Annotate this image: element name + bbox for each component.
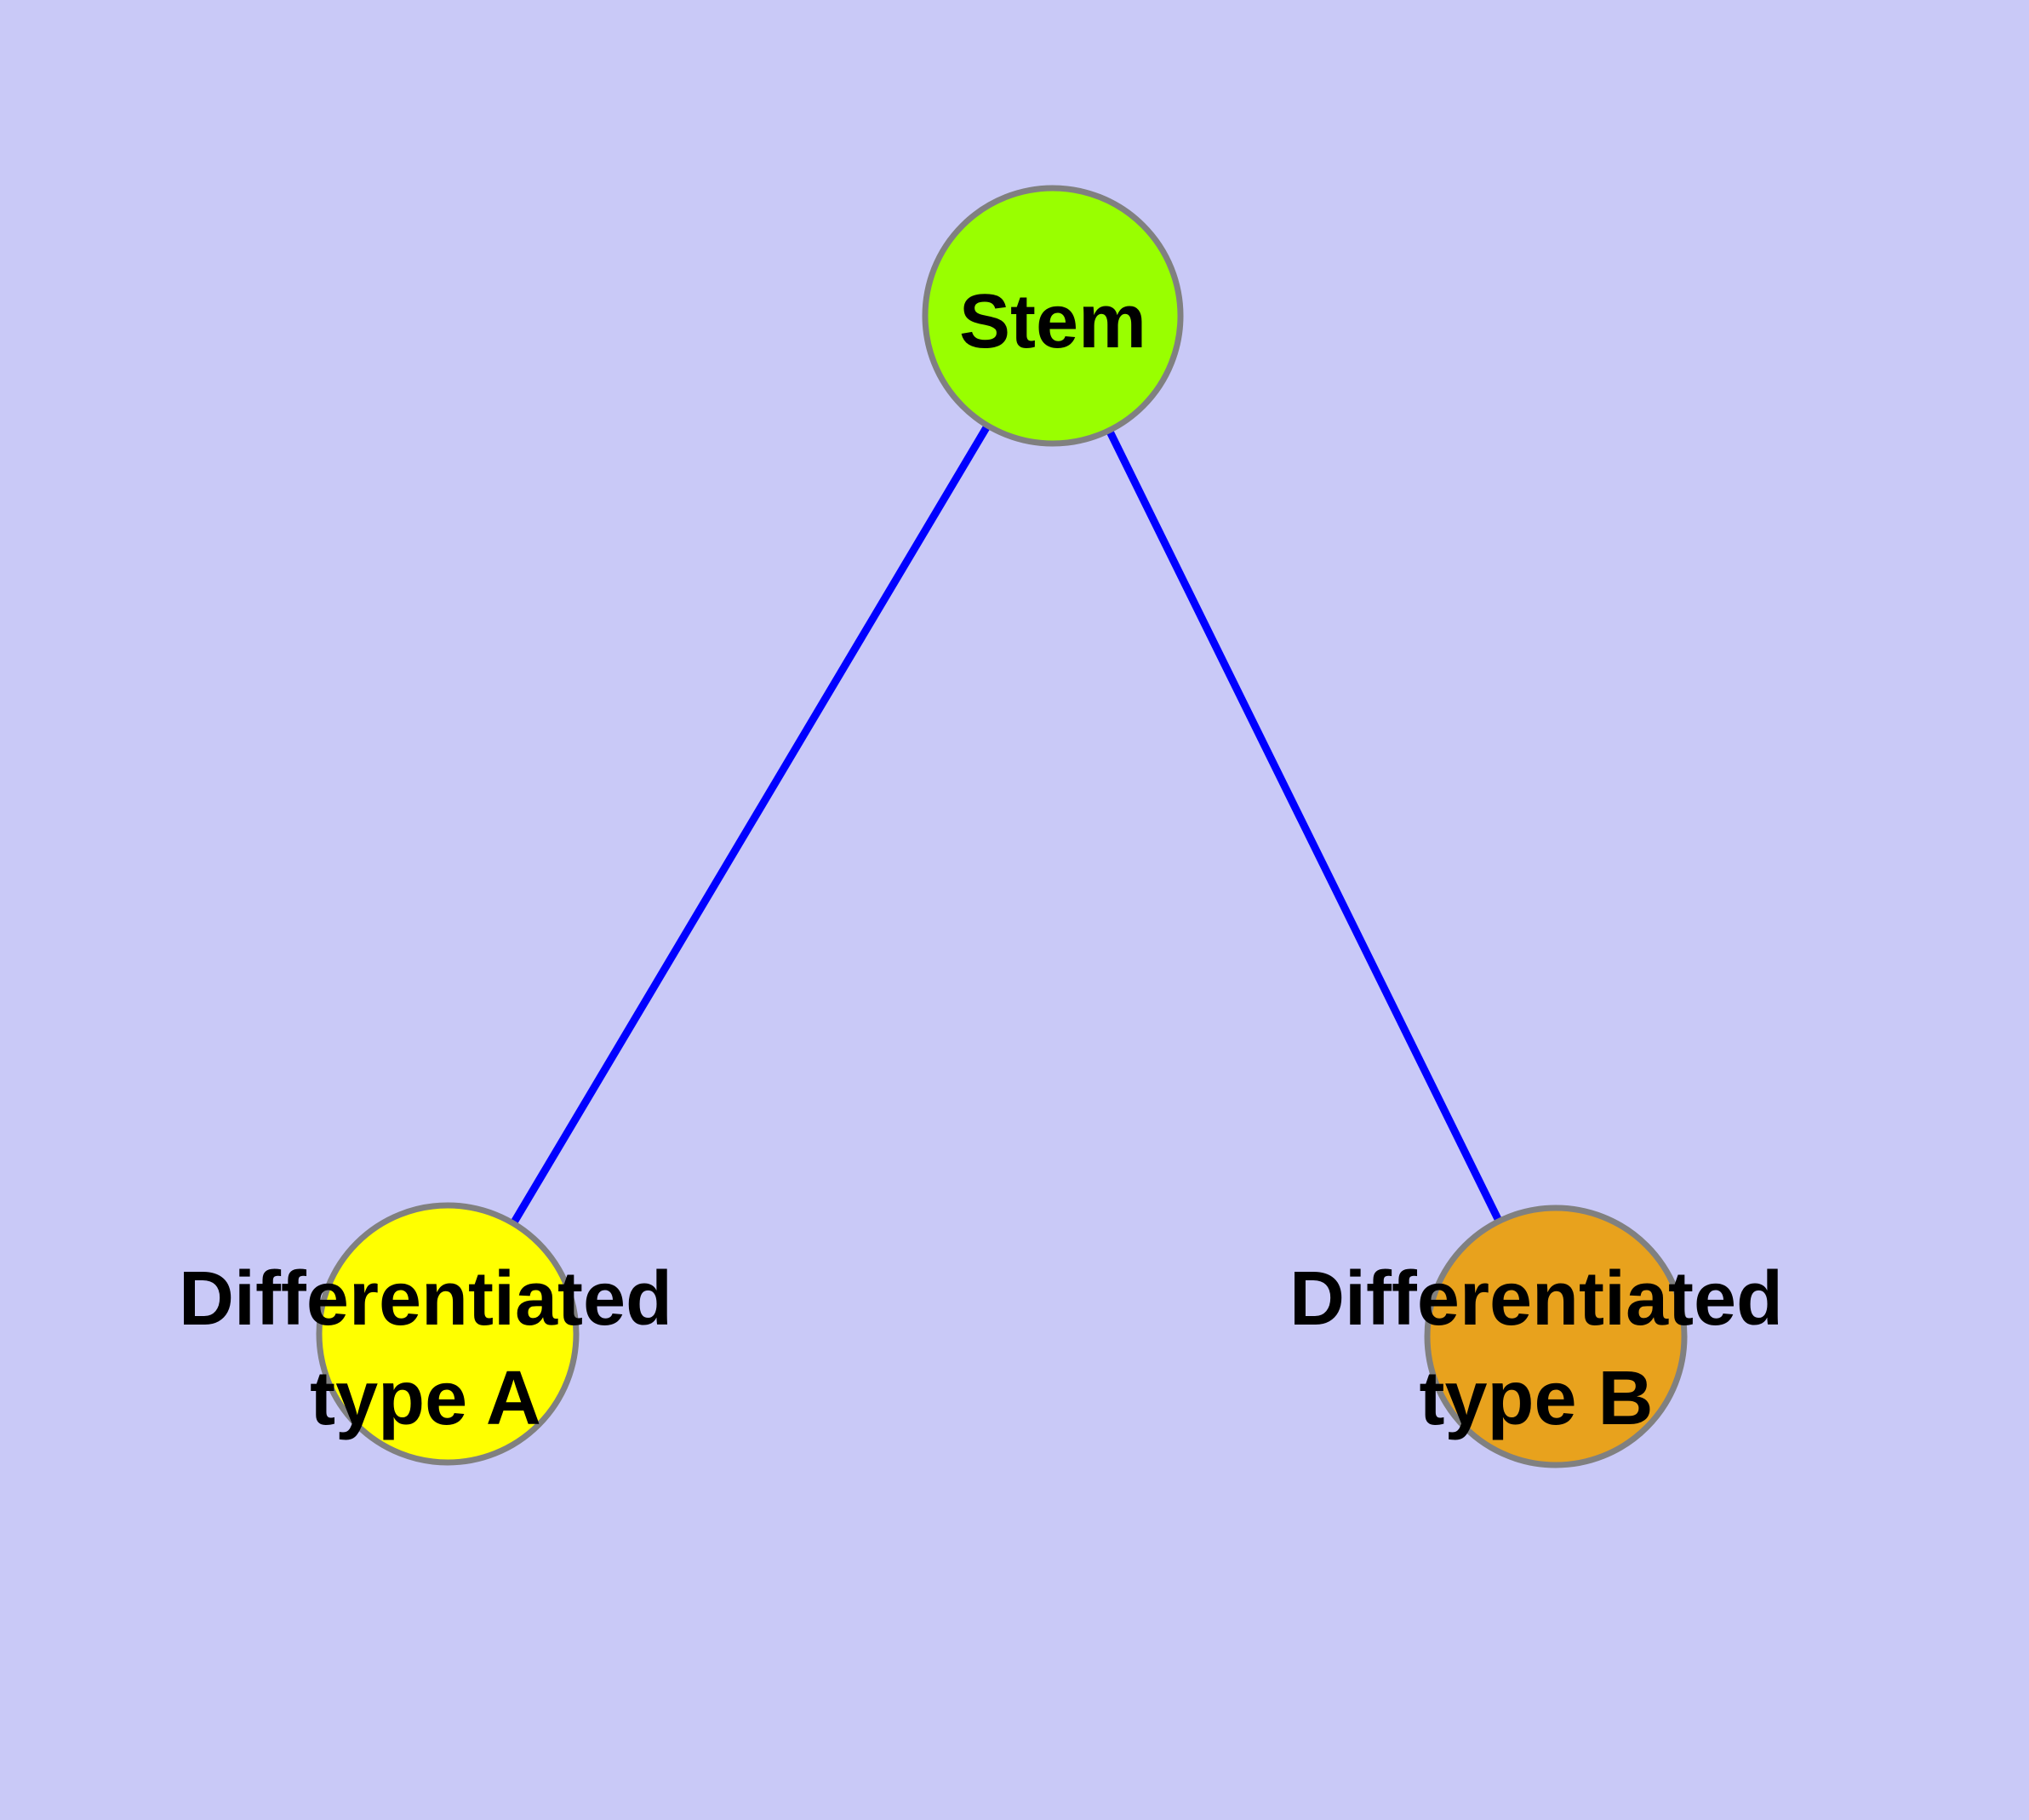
node-stem-circle — [922, 185, 1184, 447]
node-type-a-label-line2: type A — [310, 1356, 541, 1441]
node-stem-label: Stem — [959, 279, 1146, 364]
node-type-b-label-line2: type B — [1419, 1356, 1653, 1441]
node-type-a-label-line1: Differentiated — [179, 1256, 672, 1342]
node-type-a-circle — [316, 1202, 580, 1466]
edge-stem-to-type-a — [444, 313, 1056, 1336]
edge-stem-to-type-b — [1049, 314, 1560, 1338]
node-type-b-circle — [1424, 1205, 1688, 1468]
node-type-b-label-line1: Differentiated — [1289, 1256, 1783, 1342]
